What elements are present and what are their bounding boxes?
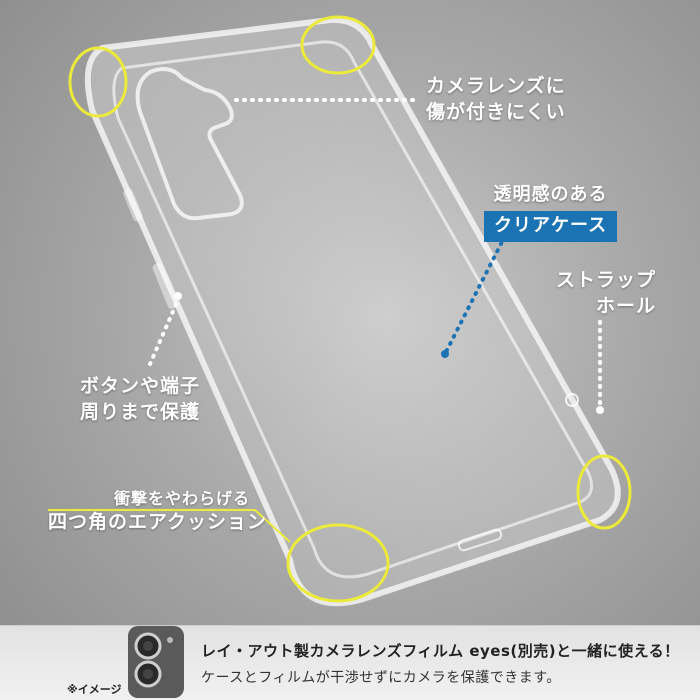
callout-text: 衝撃をやわらげる [114, 489, 251, 508]
side-button [152, 263, 178, 309]
image-note: ※イメージ [67, 683, 122, 696]
leader-dot [174, 292, 182, 300]
strap-hole-callout: ストラップ ホール [556, 268, 656, 319]
air-cushion-callout: 衝撃をやわらげる 四つ角のエアクッション [48, 488, 267, 535]
callout-text: ストラップ [556, 269, 657, 291]
bottom-port [457, 528, 503, 552]
leader-line [48, 509, 291, 543]
highlight-ring [576, 454, 632, 530]
callout-text: 四つ角のエアクッション [48, 510, 268, 533]
callout-text: 周りまで保護 [80, 400, 201, 423]
camera-lens-callout: カメラレンズに 傷が付きにくい [426, 74, 566, 125]
callout-text: ボタンや端子 [80, 375, 201, 397]
highlight-ring [68, 46, 128, 118]
strap-hole [565, 393, 579, 407]
leader-dot [441, 350, 449, 358]
button-protection-callout: ボタンや端子 周りまで保護 [80, 374, 200, 425]
footer-headline: レイ・アウト製カメラレンズフィルム eyes(別売)と一緒に使える！ [201, 642, 680, 660]
case-inner-rim [112, 40, 594, 579]
footer-subtext: ケースとフィルムが干渉せずにカメラを保護できます。 [201, 670, 561, 686]
lens-film-icon [128, 626, 184, 698]
camera-cutout [135, 67, 244, 221]
clear-case-callout: 透明感のある クリアケース [484, 183, 618, 242]
callout-text: 傷が付きにくい [426, 100, 566, 123]
side-button [123, 188, 143, 222]
highlight-ring [286, 523, 390, 603]
callout-text: ホール [596, 294, 657, 317]
callout-text: 透明感のある [493, 184, 608, 205]
leader-dot [596, 406, 604, 414]
leader-line [444, 234, 507, 354]
clear-case-badge: クリアケース [484, 211, 618, 242]
case-body [84, 16, 621, 607]
footer-bar [0, 625, 700, 700]
highlight-ring [300, 15, 376, 75]
callout-text: カメラレンズに [426, 75, 566, 97]
leader-line [148, 298, 180, 366]
